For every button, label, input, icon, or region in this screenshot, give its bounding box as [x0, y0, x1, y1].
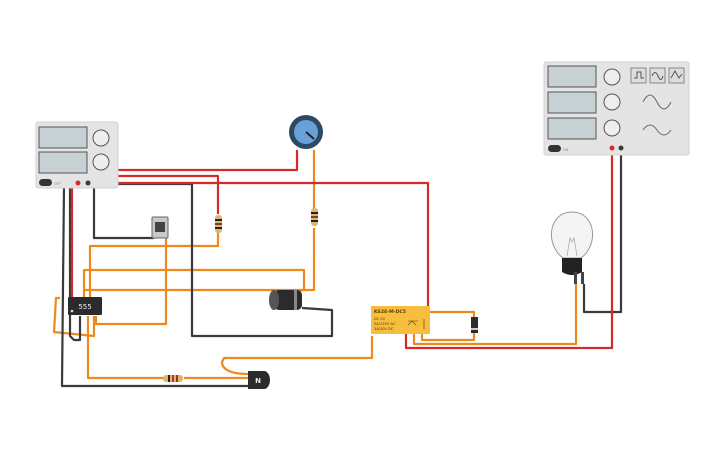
relay[interactable]: KS2E-M-DC5 DC 5V 5A/125V AC 3A/30V DC [371, 306, 430, 334]
relay-spec: DC 5V [374, 317, 386, 321]
wire-orange[interactable] [88, 232, 220, 298]
resistor[interactable] [163, 375, 183, 382]
power-switch[interactable] [39, 179, 52, 186]
wire-orange[interactable] [82, 228, 316, 300]
relay-model: KS2E-M-DC5 [374, 309, 406, 315]
amplitude-wave-icon [642, 94, 672, 110]
offset-knob[interactable] [603, 119, 621, 137]
voltage-knob[interactable] [92, 129, 110, 147]
square-wave-icon [634, 71, 644, 79]
voltage-display [38, 126, 88, 149]
current-display [38, 151, 88, 174]
diode[interactable] [471, 317, 478, 333]
wire-orange[interactable] [220, 336, 374, 376]
amplitude-display [547, 91, 597, 114]
wire-orange[interactable] [52, 296, 96, 338]
push-button[interactable] [151, 216, 169, 239]
dc-power-supply[interactable]: OFF [35, 121, 119, 189]
relay-symbol-icon [407, 319, 425, 329]
resistor[interactable] [311, 208, 318, 226]
wire-black[interactable] [68, 186, 82, 342]
transistor-label: N [255, 377, 261, 385]
potentiometer[interactable] [289, 115, 323, 149]
wire-black[interactable] [80, 182, 334, 338]
resistor[interactable] [215, 215, 222, 233]
wire-red[interactable] [82, 181, 430, 308]
frequency-display [547, 65, 597, 88]
relay-spec: 5A/125V AC [374, 322, 396, 326]
amplitude-knob[interactable] [603, 93, 621, 111]
wire-orange[interactable] [412, 284, 578, 346]
negative-terminal[interactable] [618, 145, 624, 151]
triangle-wave-icon [670, 69, 683, 79]
npn-transistor[interactable]: N [248, 371, 270, 389]
triangle-wave-button[interactable] [668, 67, 685, 84]
sine-wave-icon [651, 72, 664, 80]
switch-label: OFF [54, 182, 61, 186]
timer-ic-555[interactable]: 555 [68, 297, 102, 315]
wire-orange[interactable] [94, 238, 168, 326]
positive-terminal[interactable] [75, 180, 81, 186]
wire-red[interactable] [404, 148, 614, 350]
relay-spec: 3A/30V DC [374, 327, 394, 331]
wire-orange[interactable] [86, 316, 164, 380]
square-wave-button[interactable] [630, 67, 647, 84]
electrolytic-capacitor[interactable] [269, 290, 302, 310]
wire-orange[interactable] [428, 310, 476, 318]
ic-label: 555 [78, 303, 91, 311]
frequency-knob[interactable] [603, 68, 621, 86]
negative-terminal[interactable] [85, 180, 91, 186]
offset-wave-icon [642, 124, 672, 136]
offset-display [547, 117, 597, 140]
wire-orange[interactable] [420, 332, 476, 342]
wires [52, 148, 623, 388]
switch-label: ON [563, 148, 569, 152]
wire-black[interactable] [87, 182, 154, 240]
power-switch[interactable] [548, 145, 561, 152]
function-generator[interactable]: ON [543, 61, 690, 156]
wire-black[interactable] [582, 148, 623, 314]
wire-red[interactable] [70, 150, 299, 298]
current-knob[interactable] [92, 153, 110, 171]
light-bulb[interactable] [550, 211, 594, 284]
positive-terminal[interactable] [609, 145, 615, 151]
